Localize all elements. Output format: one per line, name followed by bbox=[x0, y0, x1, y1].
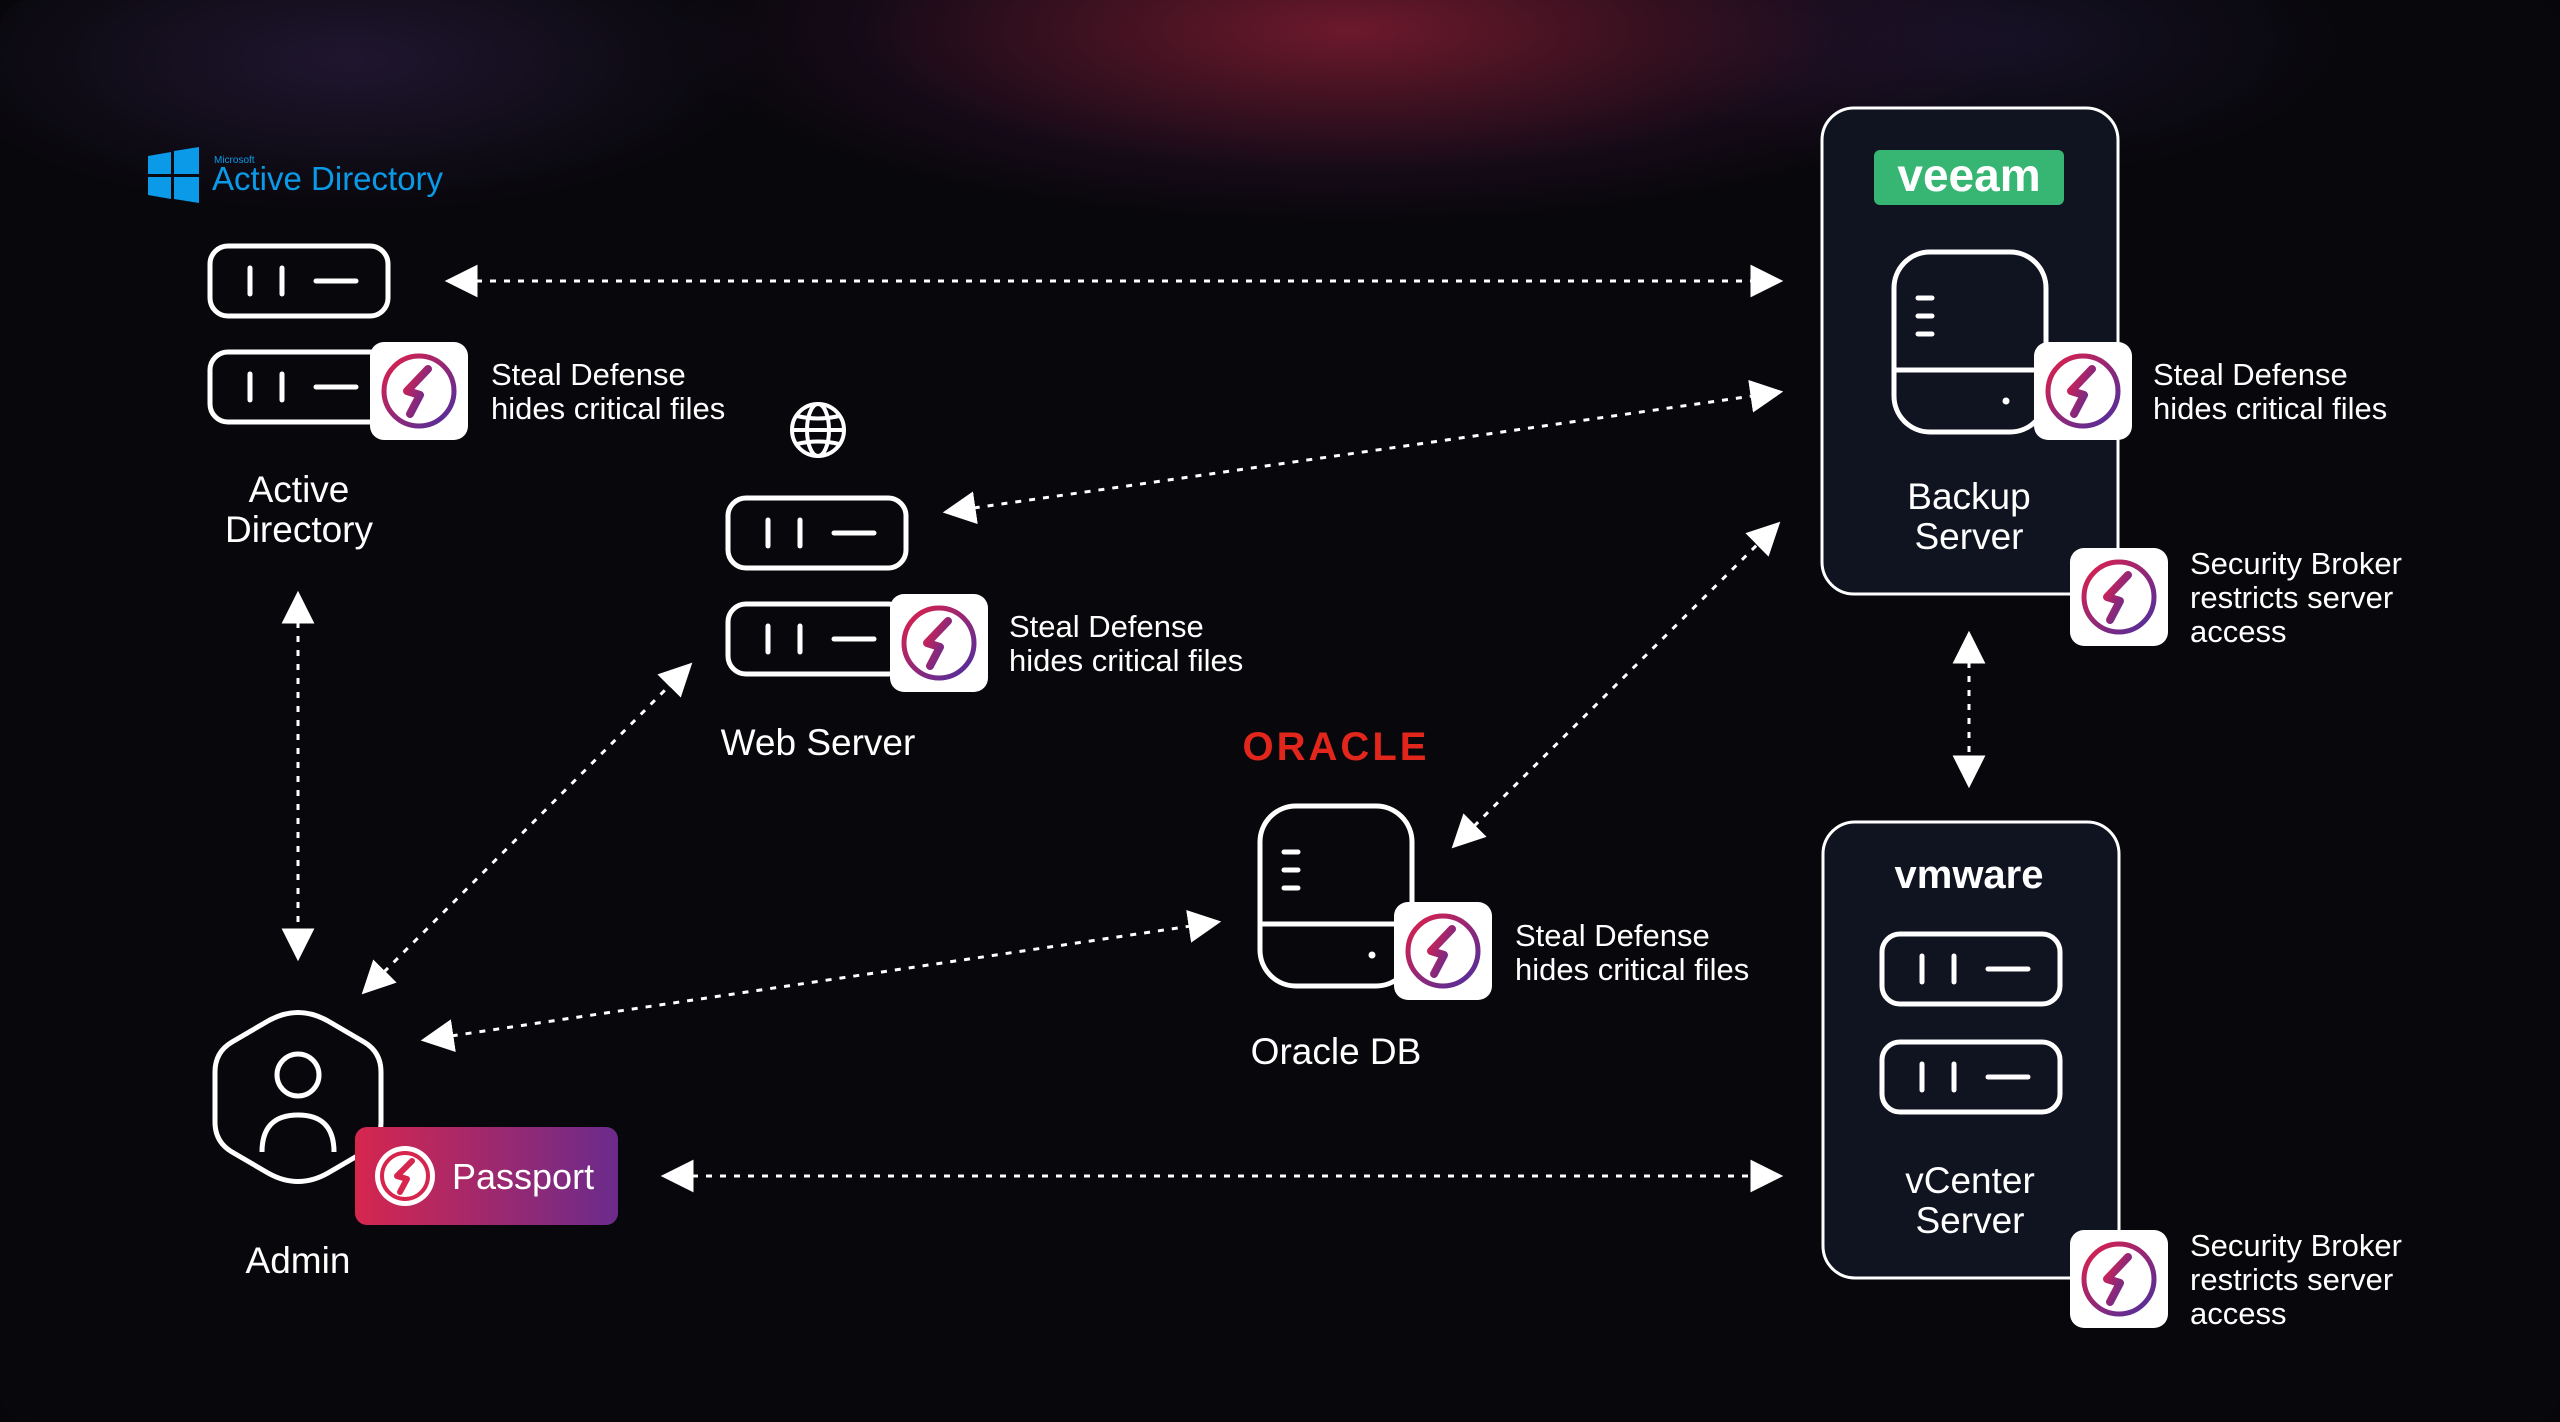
steal-defense-title: Steal Defense bbox=[1009, 609, 1204, 644]
node-label: vCenter bbox=[1905, 1160, 2035, 1201]
vcenter-server-card: vmware vCenter Server bbox=[1821, 820, 2121, 1280]
backup-server-card: veeam Backup Server bbox=[1820, 106, 2132, 596]
vmware-logo: vmware bbox=[1895, 853, 2044, 897]
node-label: Active bbox=[249, 469, 350, 510]
server-icon bbox=[210, 352, 388, 422]
node-label: Server bbox=[1916, 1200, 2025, 1241]
active-directory-wordmark: Active Directory bbox=[212, 160, 444, 197]
steal-defense-icon bbox=[890, 594, 988, 692]
steal-defense-title: Steal Defense bbox=[1515, 918, 1710, 953]
veeam-logo: veeam bbox=[1874, 149, 2064, 205]
security-broker-title: Security Broker bbox=[2190, 546, 2402, 581]
security-broker-desc: restricts server bbox=[2190, 580, 2393, 615]
node-label: Oracle DB bbox=[1251, 1031, 1422, 1072]
steal-defense-icon bbox=[2034, 342, 2132, 440]
security-broker-desc: restricts server bbox=[2190, 1262, 2393, 1297]
passport-badge: Passport bbox=[355, 1127, 618, 1225]
steal-defense-desc: hides critical files bbox=[1009, 643, 1243, 678]
steal-defense-icon bbox=[1394, 902, 1492, 1000]
security-broker-title: Security Broker bbox=[2190, 1228, 2402, 1263]
microsoft-wordmark: Microsoft bbox=[214, 155, 255, 166]
server-icon bbox=[210, 246, 388, 316]
connectors bbox=[281, 264, 1986, 1193]
server-icon bbox=[728, 604, 906, 674]
steal-defense-title: Steal Defense bbox=[491, 357, 686, 392]
admin-node: Passport Admin bbox=[212, 1010, 618, 1281]
steal-defense-icon bbox=[370, 342, 468, 440]
admin-user-icon bbox=[212, 1010, 384, 1184]
steal-defense-desc: hides critical files bbox=[491, 391, 725, 426]
passport-logo-icon bbox=[375, 1146, 435, 1206]
steal-defense-title: Steal Defense bbox=[2153, 357, 2348, 392]
security-broker-desc: access bbox=[2190, 614, 2286, 649]
tower-server-icon bbox=[1260, 806, 1412, 986]
node-label: Server bbox=[1915, 516, 2024, 557]
node-label: Admin bbox=[246, 1240, 351, 1281]
server-icon bbox=[728, 498, 906, 568]
windows-icon bbox=[148, 147, 199, 203]
oracle-logo: ORACLE bbox=[1243, 725, 1430, 769]
connector-oracle-backup bbox=[1451, 521, 1781, 849]
security-broker-icon bbox=[2070, 1230, 2168, 1328]
steal-defense-desc: hides critical files bbox=[2153, 391, 2387, 426]
active-directory-node: Steal Defense hides critical files Activ… bbox=[210, 246, 725, 550]
security-broker-desc: access bbox=[2190, 1296, 2286, 1331]
connector-admin-web bbox=[361, 662, 693, 995]
web-server-node: Steal Defense hides critical files Web S… bbox=[721, 402, 1243, 763]
globe-icon bbox=[790, 402, 846, 458]
active-directory-logo: Microsoft Active Directory bbox=[148, 147, 444, 203]
security-broker-icon bbox=[2070, 548, 2168, 646]
svg-text:veeam: veeam bbox=[1897, 149, 2040, 201]
steal-defense-desc: hides critical files bbox=[1515, 952, 1749, 987]
connector-web-backup bbox=[942, 379, 1784, 525]
connector-admin-oracle bbox=[420, 910, 1222, 1052]
node-label: Directory bbox=[225, 509, 374, 550]
node-label: Web Server bbox=[721, 722, 916, 763]
node-label: Backup bbox=[1907, 476, 2030, 517]
passport-label: Passport bbox=[452, 1156, 594, 1197]
oracle-db-node: ORACLE Steal Defense hides critical file… bbox=[1243, 725, 1750, 1072]
